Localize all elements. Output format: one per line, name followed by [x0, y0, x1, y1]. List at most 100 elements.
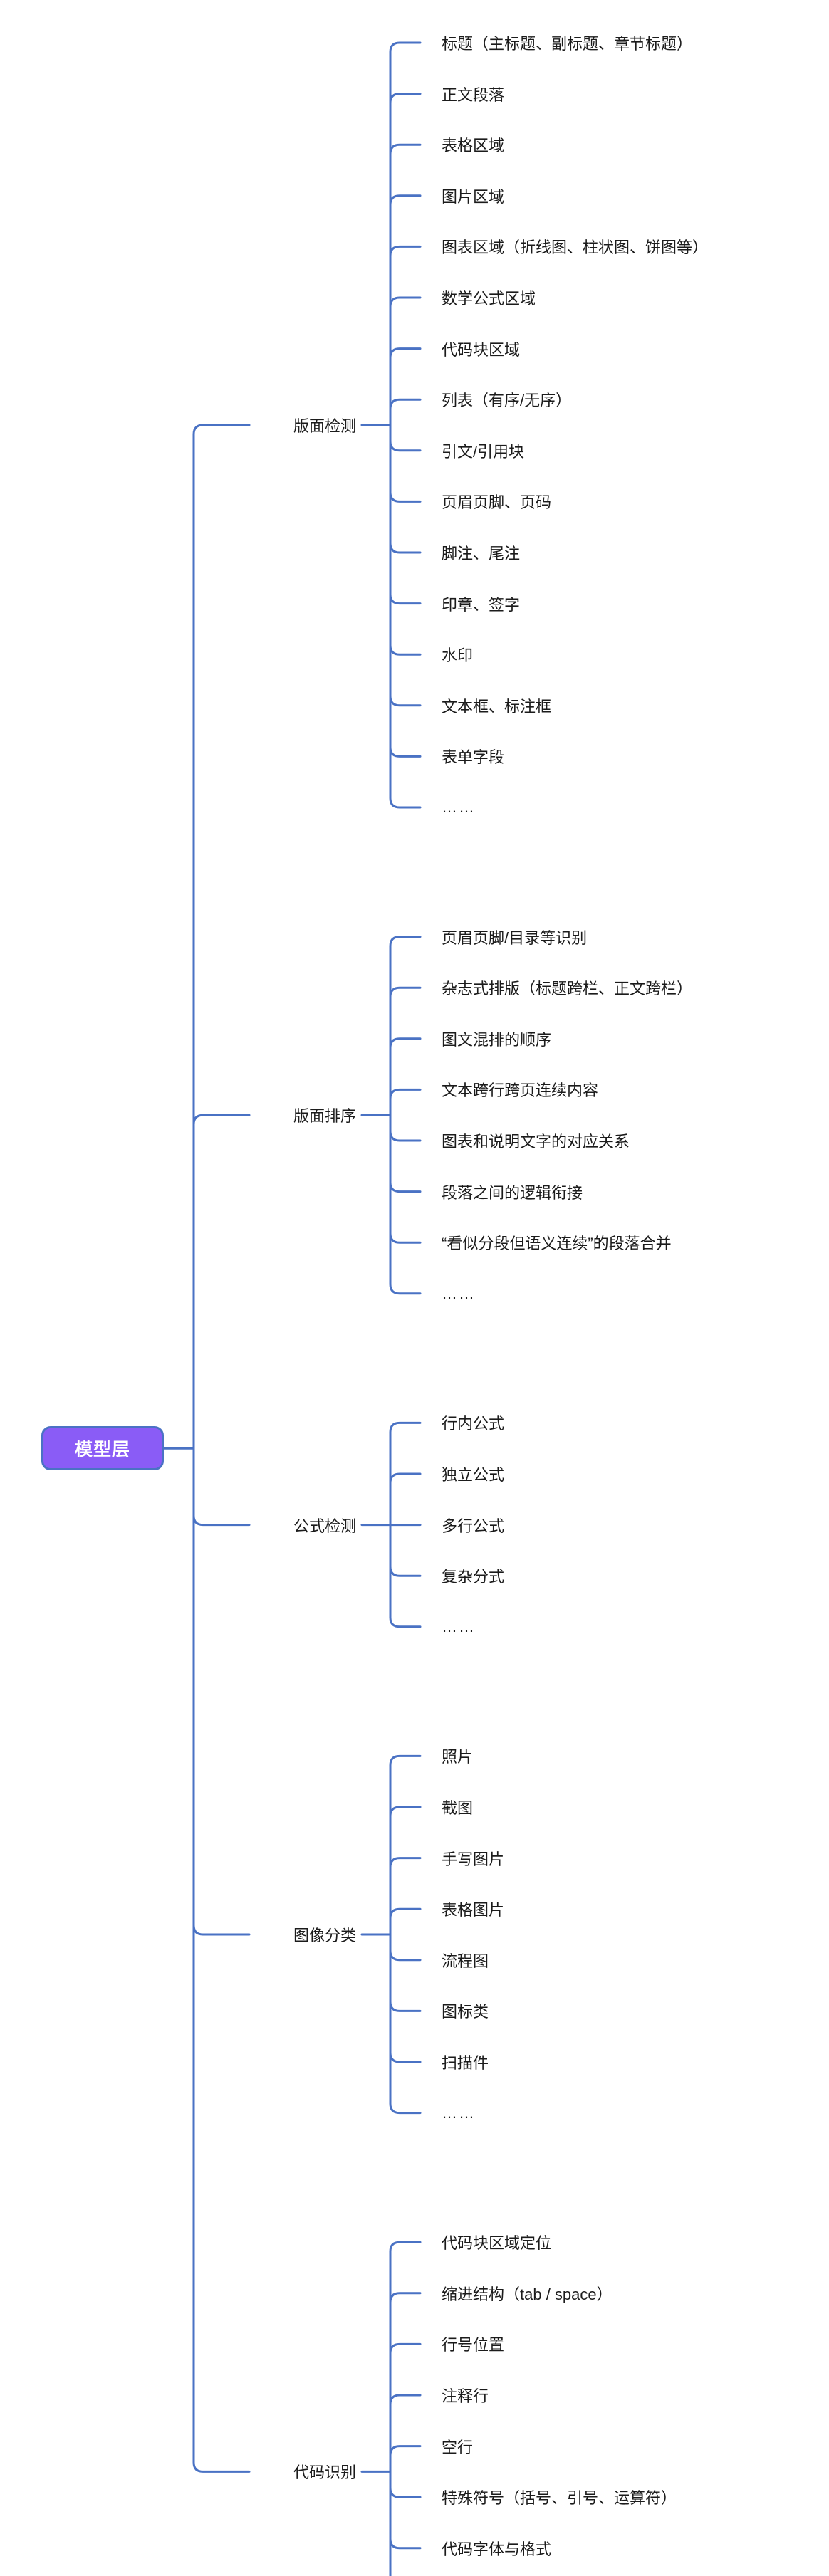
branch-connector — [192, 1114, 251, 1450]
leaf-connector — [389, 398, 422, 426]
leaf-label[interactable]: 引文/引用块 — [442, 442, 525, 461]
leaf-label[interactable]: 列表（有序/无序） — [442, 392, 572, 410]
leaf-label[interactable]: 表单字段 — [442, 748, 505, 767]
leaf-connector — [389, 2342, 422, 2473]
leaf-label[interactable]: 标题（主标题、副标题、章节标题） — [442, 35, 693, 53]
leaf-label[interactable]: 多行公式 — [442, 1517, 505, 1535]
leaf-connector — [389, 1114, 422, 1193]
leaf-connector — [389, 2470, 422, 2550]
branch-connector — [192, 1447, 251, 1527]
leaf-connector — [389, 1472, 422, 1527]
leaf-connector — [389, 1114, 422, 1142]
leaf-label[interactable]: 水印 — [442, 646, 474, 665]
leaf-connector — [389, 424, 422, 605]
leaf-connector — [389, 1114, 422, 1244]
leaf-label[interactable]: 流程图 — [442, 1952, 489, 1970]
leaf-connector — [389, 347, 422, 426]
leaf-label[interactable]: 图表区域（折线图、柱状图、饼图等） — [442, 239, 709, 257]
leaf-connector — [389, 1524, 422, 1577]
leaf-connector — [389, 194, 422, 426]
leaf-label[interactable]: 代码块区域 — [442, 340, 521, 359]
leaf-label[interactable]: 图片区域 — [442, 187, 505, 206]
leaf-connector — [389, 2445, 422, 2473]
leaf-label[interactable]: 扫描件 — [442, 2054, 489, 2072]
leaf-connector — [389, 1933, 422, 2115]
leaf-label[interactable]: 行号位置 — [442, 2336, 505, 2355]
branch-label-1[interactable]: 版面检测 — [293, 417, 356, 435]
leaf-connector — [389, 2470, 422, 2498]
leaf-connector — [389, 986, 422, 1116]
branch-connector — [192, 1447, 251, 2473]
leaf-connector — [389, 1933, 422, 1962]
leaf-label[interactable]: 文本跨行跨页连续内容 — [442, 1082, 599, 1100]
leaf-connector — [389, 1806, 422, 1936]
leaf-connector — [389, 143, 422, 426]
leaf-label[interactable]: 缩进结构（tab / space） — [442, 2285, 612, 2303]
leaf-label[interactable]: 行内公式 — [442, 1415, 505, 1433]
leaf-label[interactable]: …… — [442, 2103, 476, 2122]
leaf-connector — [389, 424, 422, 707]
leaf-connector — [389, 424, 422, 656]
leaf-label[interactable]: 文本框、标注框 — [442, 697, 552, 716]
leaf-label[interactable]: 页眉页脚/目录等识别 — [442, 928, 588, 947]
leaf-connector — [389, 2241, 422, 2473]
leaf-label[interactable]: 空行 — [442, 2438, 474, 2456]
root-node[interactable]: 模型层 — [41, 1426, 164, 1471]
leaf-label[interactable]: 正文段落 — [442, 85, 505, 104]
leaf-label[interactable]: 复杂分式 — [442, 1568, 505, 1586]
branch-label-5[interactable]: 代码识别 — [293, 2464, 356, 2482]
leaf-label[interactable]: …… — [442, 1617, 476, 1635]
leaf-label[interactable]: …… — [442, 1284, 476, 1302]
leaf-label[interactable]: 注释行 — [442, 2387, 489, 2405]
leaf-connector — [389, 93, 422, 426]
leaf-label[interactable]: “看似分段但语义连续”的段落合并 — [442, 1235, 672, 1253]
leaf-connector — [389, 1857, 422, 1936]
leaf-connector — [389, 424, 422, 503]
leaf-label[interactable]: 特殊符号（括号、引号、运算符） — [442, 2489, 677, 2508]
leaf-connector — [389, 1933, 422, 2012]
leaf-connector — [389, 2292, 422, 2473]
leaf-connector — [389, 936, 422, 1116]
leaf-connector — [389, 2470, 392, 2576]
branch-label-4[interactable]: 图像分类 — [293, 1927, 356, 1944]
leaf-connector — [389, 2470, 392, 2576]
leaf-connector — [389, 1037, 422, 1116]
branch-label-2[interactable]: 版面排序 — [293, 1107, 356, 1126]
branch-connector — [192, 424, 251, 1450]
leaf-connector — [389, 1907, 422, 1936]
leaf-connector — [389, 1933, 422, 2063]
leaf-label[interactable]: 脚注、尾注 — [442, 545, 521, 562]
leaf-connector — [389, 424, 422, 554]
leaf-connector — [389, 424, 422, 758]
leaf-label[interactable]: 截图 — [442, 1799, 474, 1817]
leaf-label[interactable]: 代码块区域定位 — [442, 2234, 552, 2253]
leaf-connector — [389, 424, 422, 452]
leaf-label[interactable]: 代码字体与格式 — [442, 2540, 552, 2558]
leaf-label[interactable]: 段落之间的逻辑衔接 — [442, 1183, 583, 1202]
leaf-connector — [389, 1421, 422, 1527]
leaf-label[interactable]: 图表和说明文字的对应关系 — [442, 1133, 630, 1151]
leaf-label[interactable]: 数学公式区域 — [442, 290, 536, 308]
leaf-label[interactable]: 照片 — [442, 1748, 474, 1766]
leaf-connector — [389, 1524, 422, 1628]
branch-connector — [192, 1447, 251, 1936]
leaf-connector — [389, 41, 422, 426]
leaf-label[interactable]: 手写图片 — [442, 1850, 505, 1868]
leaf-label[interactable]: 独立公式 — [442, 1466, 505, 1484]
leaf-label[interactable]: 图文混排的顺序 — [442, 1030, 552, 1049]
branch-label-3[interactable]: 公式检测 — [293, 1517, 356, 1535]
leaf-connector — [389, 1088, 422, 1116]
leaf-connector — [389, 1754, 422, 1936]
leaf-label[interactable]: …… — [442, 798, 476, 816]
leaf-label[interactable]: 表格图片 — [442, 1901, 505, 1920]
leaf-label[interactable]: 页眉页脚、页码 — [442, 493, 552, 512]
leaf-connector — [389, 296, 422, 426]
leaf-label[interactable]: 印章、签字 — [442, 595, 521, 614]
leaf-connector — [389, 424, 422, 809]
leaf-connector — [389, 2394, 422, 2473]
leaf-label[interactable]: 杂志式排版（标题跨栏、正文跨栏） — [442, 980, 693, 998]
leaf-label[interactable]: 表格区域 — [442, 137, 505, 155]
leaf-label[interactable]: 图标类 — [442, 2003, 489, 2021]
